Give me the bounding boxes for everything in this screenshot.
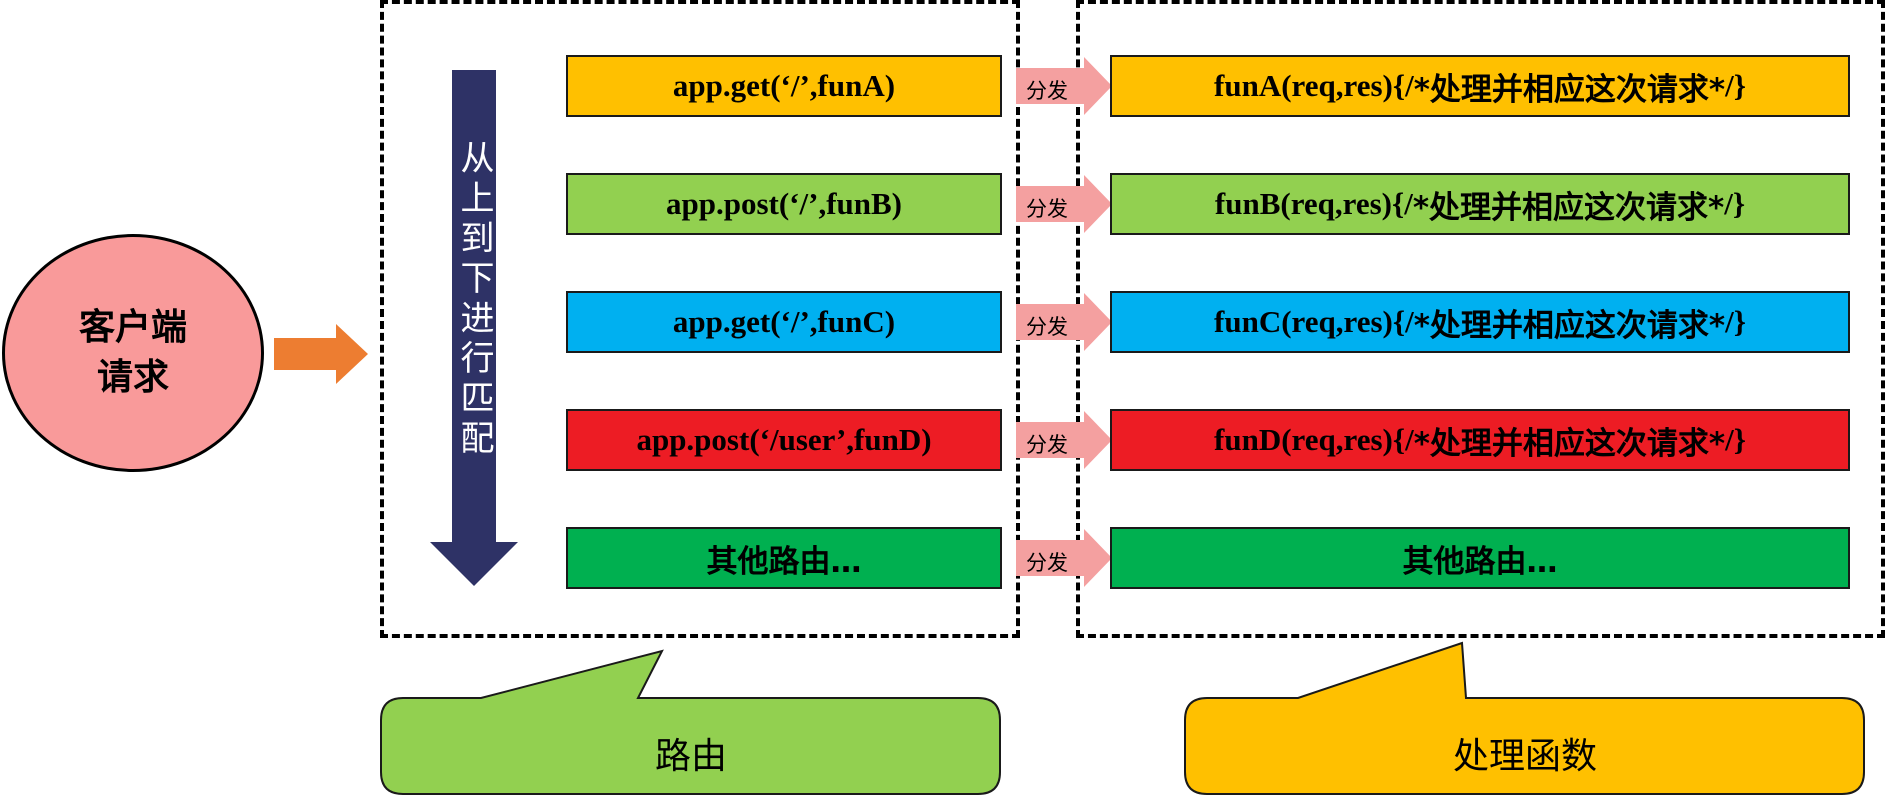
handler-funC: funC(req,res){/*处理并相应这次请求*/}: [1110, 291, 1850, 353]
dispatch-label-1: 分发: [1026, 79, 1068, 103]
dispatch-arrow-1: [1016, 57, 1112, 115]
handler-funC-name: funC(req,res){/: [1214, 304, 1414, 339]
dispatch-arrow-2: [1016, 175, 1112, 233]
handler-other-name: 其他路由…: [1402, 543, 1558, 580]
dispatch-label-4: 分发: [1026, 433, 1068, 457]
route-app-get-funC: app.get(‘/’,funC): [566, 291, 1002, 353]
dispatch-arrow-4: [1016, 411, 1112, 469]
handler-funA-end: /}: [1725, 68, 1746, 103]
client-request-node: 客户端 请求: [2, 234, 264, 472]
handler-funA: funA(req,res){/*处理并相应这次请求*/}: [1110, 55, 1850, 117]
match-direction-label: 从上到下进行匹配: [454, 140, 494, 460]
dispatch-label-5: 分发: [1026, 551, 1068, 575]
dispatch-arrow-3: [1016, 293, 1112, 351]
handler-funB-name: funB(req,res){/: [1214, 186, 1413, 221]
route-app-post-user-funD: app.post(‘/user’,funD): [566, 409, 1002, 471]
handler-funD-name: funD(req,res){/: [1214, 422, 1414, 457]
client-label-line2: 请求: [96, 357, 169, 398]
handler-funC-end: /}: [1725, 304, 1746, 339]
client-label-line1: 客户端: [78, 307, 187, 348]
handler-funD-end: /}: [1725, 422, 1746, 457]
handler-funA-name: funA(req,res){/: [1214, 68, 1414, 103]
route-other: 其他路由…: [566, 527, 1002, 589]
handler-funA-comment: *处理并相应这次请求*: [1413, 71, 1726, 108]
routes-callout-label: 路由: [654, 736, 727, 777]
handler-funB: funB(req,res){/*处理并相应这次请求*/}: [1110, 173, 1850, 235]
routes-callout: [380, 649, 1001, 795]
handler-other: 其他路由…: [1110, 527, 1850, 589]
handler-funC-comment: *处理并相应这次请求*: [1413, 307, 1726, 344]
route-app-post-funB: app.post(‘/’,funB): [566, 173, 1002, 235]
handler-funD: funD(req,res){/*处理并相应这次请求*/}: [1110, 409, 1850, 471]
dispatch-arrow-5: [1016, 529, 1112, 587]
route-app-get-funA: app.get(‘/’,funA): [566, 55, 1002, 117]
handler-funB-end: /}: [1724, 186, 1746, 221]
handler-funB-comment: *处理并相应这次请求*: [1412, 189, 1725, 226]
client-to-routes-arrow: [274, 324, 368, 384]
match-direction-arrow: [430, 70, 518, 586]
handler-funD-comment: *处理并相应这次请求*: [1413, 425, 1726, 462]
handlers-callout: [1184, 641, 1865, 795]
dispatch-label-2: 分发: [1026, 197, 1068, 221]
handlers-callout-label: 处理函数: [1452, 736, 1597, 777]
dispatch-label-3: 分发: [1026, 315, 1068, 339]
